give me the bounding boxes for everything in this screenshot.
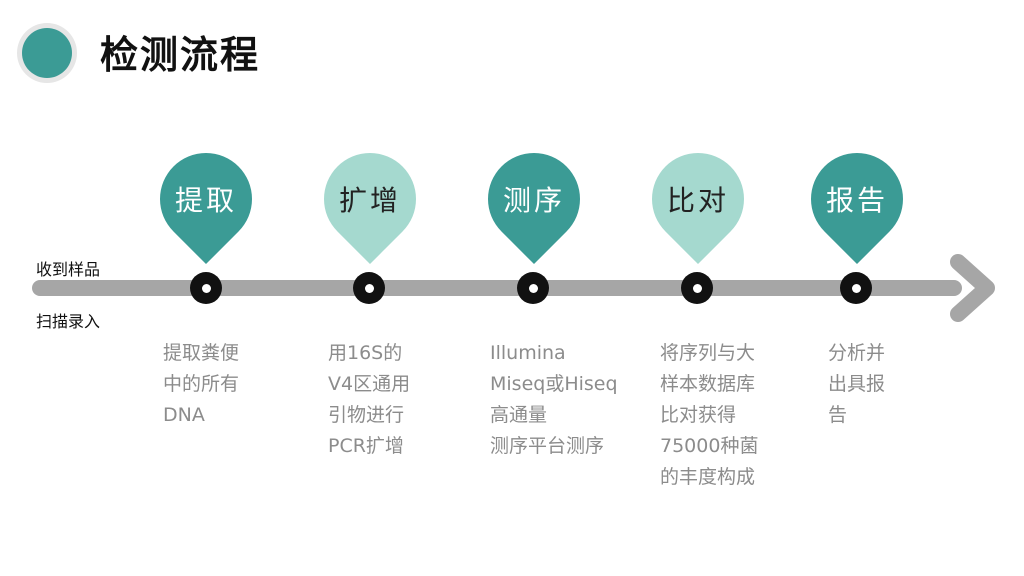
desc-line: 测序平台测序	[490, 435, 605, 457]
step-label: 报告	[825, 184, 888, 217]
desc-line: Miseq或Hiseq	[490, 373, 618, 395]
timeline-node-extract	[190, 272, 222, 304]
step-label: 比对	[666, 184, 729, 217]
step-description-amplify: 用16S的 V4区通用 引物进行 PCR扩增	[328, 338, 410, 462]
desc-line: PCR扩增	[328, 435, 404, 457]
step-label: 扩增	[338, 184, 401, 217]
step-extract: 提取	[140, 133, 272, 265]
desc-line: V4区通用	[328, 373, 411, 395]
title-bullet	[22, 28, 72, 78]
desc-line: 用16S的	[328, 342, 403, 364]
timeline-node-amplify	[353, 272, 385, 304]
timeline-node-compare	[681, 272, 713, 304]
desc-line: 分析并	[828, 342, 886, 364]
step-description-report: 分析并 出具报 告	[828, 338, 885, 431]
step-compare: 比对	[632, 133, 764, 265]
desc-line: 高通量	[490, 404, 548, 426]
desc-line: 出具报	[828, 373, 886, 395]
desc-line: 引物进行	[328, 404, 405, 426]
desc-line: Illumina	[490, 342, 566, 364]
timeline-bar	[32, 280, 962, 296]
desc-line: 的丰度构成	[660, 466, 756, 488]
step-description-compare: 将序列与大 样本数据库 比对获得 75000种菌 的丰度构成	[660, 338, 758, 493]
timeline-node-report	[840, 272, 872, 304]
start-label-received: 收到样品	[36, 260, 101, 279]
timeline-node-sequence	[517, 272, 549, 304]
step-sequence: 测序	[468, 133, 600, 265]
page-title: 检测流程	[100, 33, 261, 77]
desc-line: 比对获得	[660, 404, 737, 426]
step-label: 测序	[502, 184, 565, 217]
step-label: 提取	[174, 184, 237, 217]
desc-line: 将序列与大	[660, 342, 756, 364]
desc-line: 75000种菌	[660, 435, 759, 457]
step-report: 报告	[791, 133, 923, 265]
step-description-sequence: Illumina Miseq或Hiseq 高通量 测序平台测序	[490, 338, 618, 462]
desc-line: 样本数据库	[660, 373, 756, 395]
step-description-extract: 提取粪便 中的所有 DNA	[163, 338, 239, 431]
desc-line: 提取粪便	[163, 342, 240, 364]
desc-line: DNA	[163, 404, 205, 426]
start-label-scanned: 扫描录入	[36, 312, 101, 331]
step-amplify: 扩增	[304, 133, 436, 265]
desc-line: 中的所有	[163, 373, 240, 395]
desc-line: 告	[828, 404, 848, 426]
